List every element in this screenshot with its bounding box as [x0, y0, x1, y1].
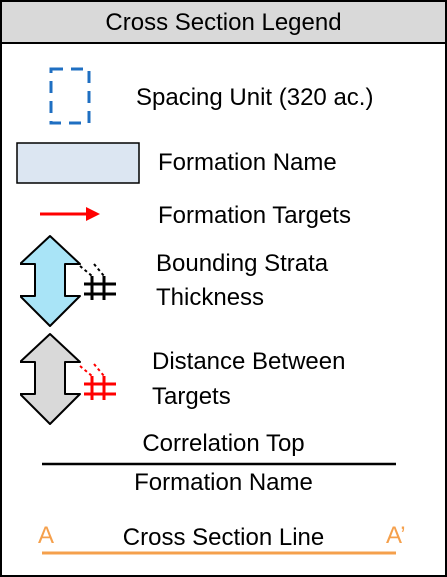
gray-double-arrow-red-hash-icon — [20, 333, 116, 425]
cross-section-line-label: Cross Section Line — [122, 524, 325, 551]
legend-header: Cross Section Legend — [2, 2, 445, 44]
spacing-unit-label: Spacing Unit (320 ac.) — [136, 84, 374, 111]
dashed-square-icon — [49, 67, 91, 125]
correlation-formation-label: Formation Name — [134, 469, 313, 496]
cross-section-line — [42, 551, 396, 555]
distance-targets-label-line1: Distance Between — [152, 348, 346, 375]
line-end-label: A’ — [386, 522, 406, 549]
bounding-strata-label-line2: Thickness — [156, 284, 265, 311]
line-start-label: A — [38, 522, 55, 549]
blue-double-arrow-hash-icon — [20, 235, 116, 327]
bounding-strata-label-line1: Bounding Strata — [156, 250, 329, 277]
formation-name-box-label: Formation Name — [158, 149, 337, 176]
legend-title: Cross Section Legend — [105, 9, 342, 36]
distance-targets-label-line2: Targets — [152, 383, 231, 410]
correlation-top-line — [42, 462, 396, 466]
red-arrow-icon — [40, 207, 100, 221]
correlation-top-label: Correlation Top — [142, 430, 305, 457]
formation-targets-label: Formation Targets — [158, 202, 351, 229]
rectangle-icon — [16, 142, 140, 184]
